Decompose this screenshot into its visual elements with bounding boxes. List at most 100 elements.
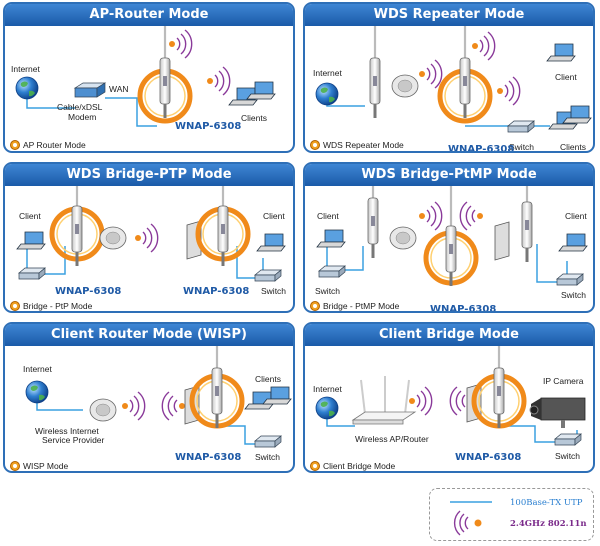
modem-label-2: Modem: [68, 112, 96, 122]
laptop-icon: [546, 43, 576, 62]
panel-wds-bridge-ptmp: WDS Bridge-PtMP Mode Client Switch Clien…: [303, 162, 595, 313]
switch-icon: [554, 433, 582, 446]
panel-title: WDS Bridge-PTP Mode: [5, 164, 293, 186]
product-label: WNAP-6308: [175, 121, 241, 132]
panel-title: WDS Repeater Mode: [305, 4, 593, 26]
product-right-label: WNAP-6308: [183, 286, 249, 297]
wireless-waves-icon: [418, 59, 443, 89]
wireless-waves-icon: [168, 29, 193, 59]
mode-bullet-icon: [310, 301, 320, 311]
mode-caption: Bridge - PtMP Mode: [323, 301, 400, 311]
internet-globe-icon: [315, 396, 339, 420]
wireless-waves-icon: [206, 66, 231, 96]
legend: 100Base-TX UTP 2.4GHz 802.11n: [429, 488, 594, 541]
ap-label: Wireless AP/Router: [355, 434, 429, 444]
switch-icon: [556, 273, 584, 286]
internet-globe-icon: [15, 76, 39, 100]
internet-label: Internet: [313, 384, 342, 394]
mode-caption: Client Bridge Mode: [323, 461, 396, 471]
mode-bullet-icon: [310, 461, 320, 471]
panel-client-bridge: Client Bridge Mode Internet Wireless AP/…: [303, 322, 595, 473]
access-point-icon: [444, 186, 458, 288]
panel-wds-repeater: WDS Repeater Mode Internet Client Switch…: [303, 2, 595, 153]
laptop-icon: [16, 231, 46, 250]
switch-icon: [18, 267, 46, 280]
wireless-waves-icon: [121, 391, 146, 421]
dish-antenna-icon: [389, 226, 417, 250]
panel-title: Client Router Mode (WISP): [5, 324, 293, 346]
switch-label: Switch: [509, 142, 534, 152]
internet-label: Internet: [23, 364, 52, 374]
mode-caption: Bridge - PtP Mode: [23, 301, 93, 311]
product-label: WNAP-6308: [455, 452, 521, 463]
wireless-waves-icon: [134, 223, 159, 253]
dish-antenna-icon: [99, 226, 127, 250]
wireless-router-icon: [351, 376, 417, 425]
switch-icon: [507, 120, 535, 133]
wds-repeater-diagram: Internet Client Switch Clients WNAP-6308…: [310, 26, 592, 153]
switch-label: Switch: [555, 451, 580, 461]
mode-caption: AP Router Mode: [23, 140, 86, 150]
clients-label: Clients: [560, 142, 586, 152]
panel-title: AP-Router Mode: [5, 4, 293, 26]
dish-antenna-icon: [89, 398, 117, 422]
internet-label: Internet: [11, 64, 40, 74]
mode-bullet-icon: [310, 140, 320, 150]
switch-icon: [254, 269, 282, 282]
wds-ptp-diagram: Client Client Switch WNAP-6308 WNAP-6308…: [10, 186, 286, 311]
wds-ptmp-diagram: Client Switch Client Switch WNAP-6308 Br…: [310, 186, 588, 311]
wireless-legend-icon: [453, 510, 482, 536]
wireless-waves-icon: [418, 201, 443, 231]
wisp-label-2: Service Provider: [42, 435, 105, 445]
switch-icon: [318, 265, 346, 278]
client-left-label: Client: [19, 211, 41, 221]
client-right-label: Client: [565, 211, 587, 221]
switch-label: Switch: [261, 286, 286, 296]
switch-right-label: Switch: [561, 290, 586, 300]
wireless-waves-icon: [408, 386, 433, 416]
panel-title: WDS Bridge-PtMP Mode: [305, 164, 593, 186]
panel-ap-router: AP-Router Mode Internet Cable/xDSL Modem…: [3, 2, 295, 153]
access-point-icon: [210, 346, 224, 430]
switch-icon: [254, 435, 282, 448]
mode-bullet-icon: [10, 301, 20, 311]
panel-title: Client Bridge Mode: [305, 324, 593, 346]
clients-label: Clients: [241, 113, 267, 123]
modem-label-1: Cable/xDSL: [57, 102, 103, 112]
ip-camera-icon: [529, 397, 586, 428]
laptop-icon: [256, 233, 286, 252]
access-point-icon: [368, 26, 382, 120]
dish-antenna-icon: [391, 74, 419, 98]
client-left-label: Client: [317, 211, 339, 221]
product-label: WNAP-6308: [175, 452, 241, 463]
access-point-icon: [492, 346, 506, 430]
wisp-label-1: Wireless Internet: [35, 426, 99, 436]
panel-wds-bridge-ptp: WDS Bridge-PTP Mode Client Client Switch…: [3, 162, 295, 313]
wan-label: WAN: [109, 84, 129, 94]
ipcam-label: IP Camera: [543, 376, 584, 386]
mode-bullet-icon: [10, 461, 20, 471]
wireless-waves-icon: [496, 76, 521, 106]
internet-label: Internet: [313, 68, 342, 78]
legend-wireless-label: 2.4GHz 802.11n: [510, 519, 587, 529]
mode-bullet-icon: [10, 140, 20, 150]
clients-label: Clients: [255, 374, 281, 384]
ap-router-diagram: Internet Cable/xDSL Modem WAN Clients WN…: [10, 26, 276, 150]
legend-symbols: [450, 501, 492, 536]
internet-globe-icon: [25, 380, 49, 404]
product-label: WNAP-6308: [448, 144, 514, 153]
client-label: Client: [555, 72, 577, 82]
wireless-waves-icon: [471, 31, 496, 61]
switch-label: Switch: [255, 452, 280, 462]
mode-caption: WISP Mode: [23, 461, 68, 471]
laptop-icon: [316, 229, 346, 248]
panel-antenna-icon: [494, 221, 510, 261]
modem-icon: [73, 82, 107, 98]
access-point-icon: [158, 26, 172, 120]
laptop-icon: [558, 233, 588, 252]
wireless-waves-icon: [459, 201, 484, 231]
client-router-diagram: Internet Wireless Internet Service Provi…: [10, 346, 292, 471]
access-point-icon: [366, 186, 380, 260]
mode-caption: WDS Repeater Mode: [323, 140, 404, 150]
client-right-label: Client: [263, 211, 285, 221]
